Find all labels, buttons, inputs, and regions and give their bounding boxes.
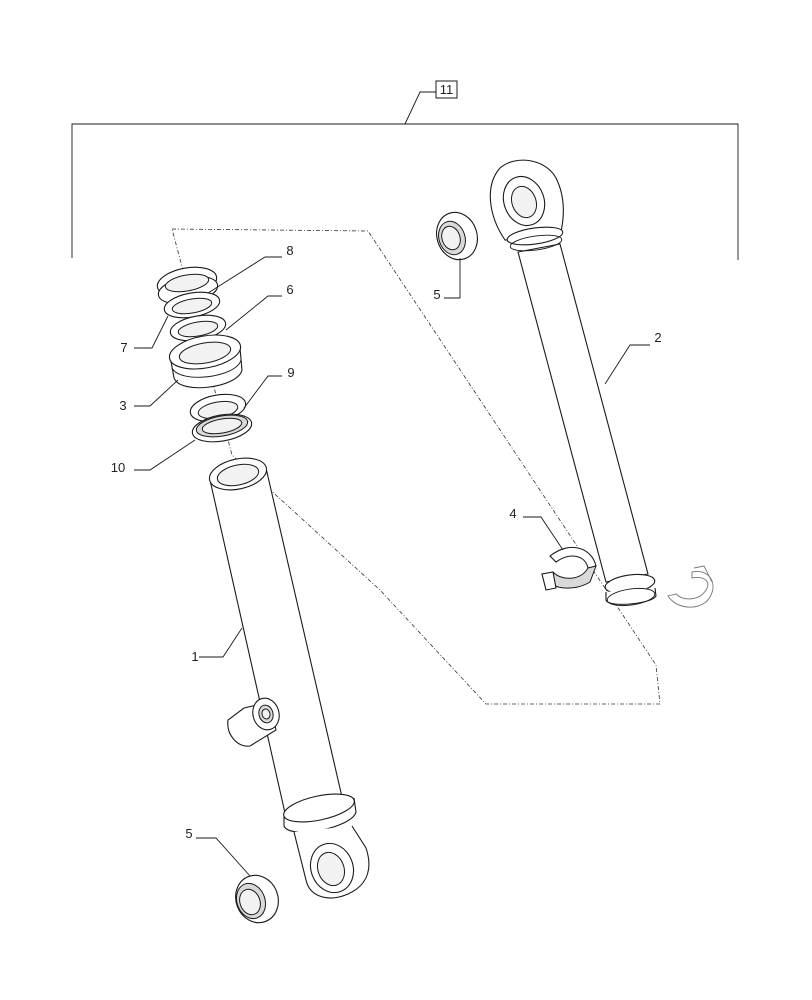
label-10: 10 bbox=[111, 460, 125, 475]
label-1: 1 bbox=[191, 649, 198, 664]
label-5-bottom: 5 bbox=[185, 826, 192, 841]
cylinder-barrel bbox=[208, 457, 370, 899]
label-6: 6 bbox=[286, 282, 293, 297]
ring-7 bbox=[163, 291, 221, 319]
half-ring-clip-faint bbox=[667, 565, 714, 608]
label-4: 4 bbox=[509, 506, 516, 521]
half-ring-clip bbox=[541, 546, 597, 591]
bushing-bottom bbox=[235, 874, 279, 924]
piston-3 bbox=[168, 334, 243, 389]
label-9: 9 bbox=[287, 365, 294, 380]
ring-6 bbox=[169, 314, 227, 342]
label-3: 3 bbox=[119, 398, 126, 413]
label-5-top: 5 bbox=[433, 287, 440, 302]
assembly-bracket bbox=[71, 80, 739, 260]
bushing-top bbox=[436, 211, 478, 261]
label-2: 2 bbox=[654, 330, 661, 345]
label-8: 8 bbox=[286, 243, 293, 258]
label-11: 11 bbox=[440, 82, 454, 97]
piston-rod bbox=[489, 159, 657, 607]
ring-10 bbox=[191, 413, 253, 443]
label-7: 7 bbox=[120, 340, 127, 355]
